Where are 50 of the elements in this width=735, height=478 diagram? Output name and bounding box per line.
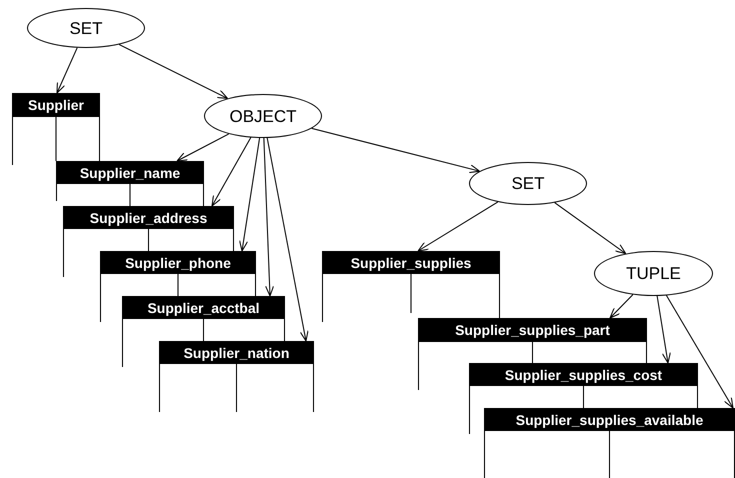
arrow (554, 202, 626, 254)
node-label: OBJECT (229, 108, 297, 124)
ellipse-node (469, 162, 587, 205)
connector-line (697, 386, 698, 408)
field-label: Supplier_supplies_part (455, 323, 610, 337)
connector-line (583, 386, 584, 408)
connector-line (203, 184, 204, 206)
connector-line (255, 274, 256, 296)
node-label: SET (511, 175, 545, 192)
arrow (610, 294, 634, 318)
arrow (118, 44, 228, 99)
arrow (212, 137, 252, 206)
arrow (239, 137, 260, 252)
connector-line (284, 318, 285, 342)
field-label: Supplier_supplies (350, 256, 472, 270)
connector-line (148, 228, 149, 252)
connector-line (499, 274, 500, 318)
field-label: Supplier_supplies_available (516, 412, 704, 426)
arrow (56, 47, 78, 94)
field-bar (322, 251, 500, 274)
arrow (418, 201, 498, 252)
field-label: Supplier_nation (184, 346, 290, 360)
connector-line (203, 318, 204, 342)
field-bar (122, 296, 285, 319)
arrow (311, 128, 480, 174)
arrow (666, 294, 734, 408)
node-label: SET (69, 20, 103, 36)
field-label: Supplier_supplies_cost (504, 368, 662, 382)
field-bar (418, 318, 647, 342)
connector-line (99, 116, 100, 162)
field-label: Supplier_phone (125, 256, 231, 270)
connector-line (532, 342, 533, 364)
arrow (656, 295, 671, 364)
connector-line (233, 228, 234, 252)
field-label: Supplier_address (90, 210, 208, 224)
field-bar (63, 206, 234, 229)
field-bar (469, 363, 698, 386)
arrow (263, 138, 274, 296)
arrow (266, 137, 309, 342)
field-bar (12, 93, 100, 117)
connector-line (646, 342, 647, 364)
field-bar (100, 251, 256, 274)
field-label: Supplier (28, 98, 84, 112)
field-bar (159, 341, 314, 364)
field-bar (484, 408, 735, 431)
field-label: Supplier_name (80, 166, 180, 180)
arrow (176, 133, 230, 162)
field-bar (56, 161, 204, 184)
node-label: TUPLE (626, 265, 681, 282)
field-label: Supplier_acctbal (147, 300, 260, 314)
